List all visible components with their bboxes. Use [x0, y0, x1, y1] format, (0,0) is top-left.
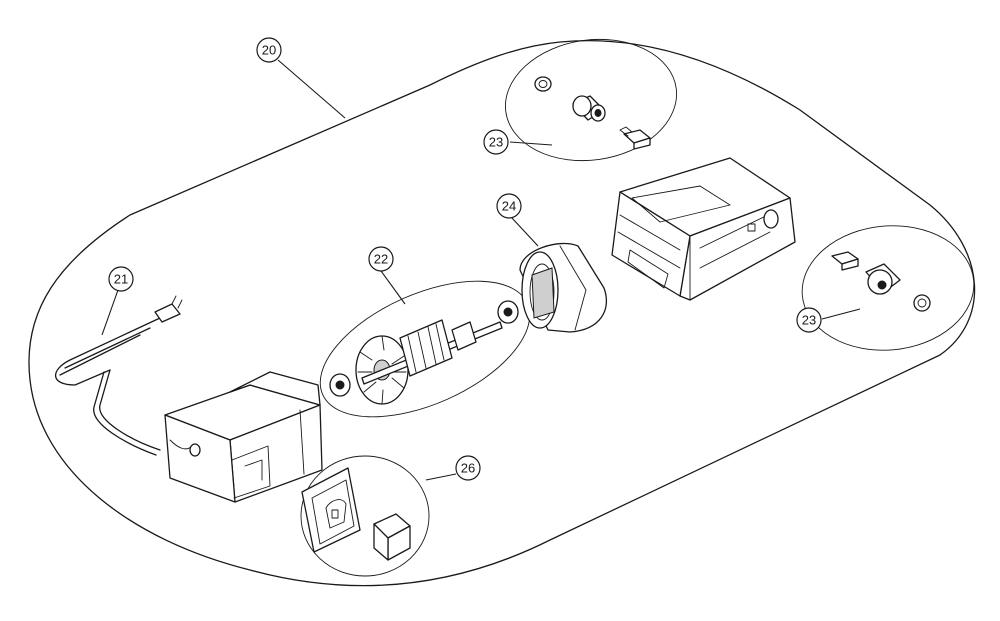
carbon-brush-top	[619, 126, 651, 150]
leader-22	[380, 270, 406, 305]
svg-text:21: 21	[114, 272, 128, 287]
end-cover	[164, 371, 323, 503]
callout-20: 20	[256, 37, 282, 63]
carbon-brush-right	[831, 251, 859, 271]
svg-text:23: 23	[802, 313, 816, 328]
leader-26	[425, 473, 457, 481]
callout-24: 24	[496, 193, 522, 219]
leader-23b	[821, 308, 861, 320]
armature	[329, 300, 519, 405]
brush-holder-top	[572, 95, 606, 122]
brush-holder-group-right-outline	[801, 225, 975, 351]
rocker-switch	[373, 513, 411, 561]
switch-group-outline	[300, 455, 430, 577]
svg-text:20: 20	[262, 43, 276, 58]
leader-20	[277, 59, 346, 119]
field-stator	[519, 242, 608, 333]
callout-26: 26	[455, 455, 481, 481]
power-cord	[54, 295, 183, 456]
callout-21: 21	[108, 266, 134, 292]
svg-text:24: 24	[502, 199, 516, 214]
callout-23-right: 23	[796, 307, 822, 333]
switch-plate	[301, 467, 361, 553]
brush-holder-group-top-outline	[504, 38, 678, 162]
brush-holder-right	[865, 263, 901, 295]
leader-21	[101, 289, 119, 336]
svg-text:26: 26	[461, 461, 475, 476]
svg-text:22: 22	[374, 252, 388, 267]
leader-23a	[509, 141, 553, 146]
callout-23-top: 23	[483, 129, 509, 155]
leader-24	[511, 217, 539, 247]
motor-housing	[611, 157, 796, 301]
brush-cap-right	[913, 294, 931, 312]
svg-text:23: 23	[489, 135, 503, 150]
brush-cap-top	[534, 76, 552, 92]
assembly-outline-20	[28, 39, 976, 587]
callout-22: 22	[368, 246, 394, 272]
